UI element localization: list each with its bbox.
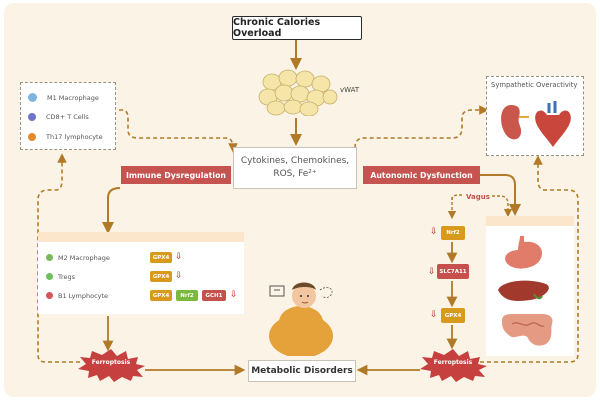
mediators-box: Cytokines, Chemokines, ROS, Fe²⁺ <box>233 147 357 189</box>
title-box: Chronic Calories Overload <box>232 16 362 40</box>
title-text: Chronic Calories Overload <box>233 17 321 39</box>
gpx4-down-arrow-icon: ⇩ <box>430 310 438 320</box>
row-label-b1: B1 Lymphocyte <box>58 292 109 300</box>
tregs-gpx4-box: GPX4 <box>150 271 172 282</box>
organs-header-bar <box>486 216 574 226</box>
ferroptosis-right-icon <box>420 349 487 382</box>
m2-gpx4-box: GPX4 <box>150 252 172 263</box>
th17-lymphocyte-icon <box>28 133 36 141</box>
row-label-m2: M2 Macrophage <box>58 254 110 262</box>
vagus-slc7a11-box: SLC7A11 <box>437 264 469 279</box>
autonomic-dysfunction-label: Autonomic Dysfunction <box>363 166 480 184</box>
arrow-autonomic-to-organs <box>480 174 521 216</box>
legend-row-m1: M1 Macrophage <box>28 93 99 102</box>
b1-gpx4-box: GPX4 <box>150 290 172 301</box>
dashed-left-feedback-loop <box>37 153 80 363</box>
dashed-left-panel-to-center <box>112 109 238 153</box>
legend-label-cd8: CD8+ T Cells <box>46 113 89 121</box>
obese-person-icon <box>269 282 333 356</box>
vagus-nrf2-box: Nrf2 <box>441 226 465 240</box>
row-label-tregs: Tregs <box>58 273 76 281</box>
legend-label-th17: Th17 lymphocyte <box>46 133 103 141</box>
inflammatory-cells-panel: M1 Macrophage CD8+ T Cells Th17 lymphocy… <box>20 82 116 150</box>
metabolic-disorders-box: Metabolic Disorders <box>248 360 356 382</box>
ferroptosis-left-label: Ferroptosis <box>91 359 131 366</box>
mediators-line1: Cytokines, Chemokines, <box>240 156 350 166</box>
tregs-down-arrow-icon: ⇩ <box>175 271 183 281</box>
vwat-adipose-icon <box>258 69 338 116</box>
b1-down-arrow-icon: ⇩ <box>230 290 238 300</box>
arrow-immune-to-lower-panel <box>102 187 121 234</box>
slc7a11-down-arrow-icon: ⇩ <box>428 267 436 277</box>
dashed-right-feedback-loop <box>480 155 579 363</box>
ferroptosis-right-label: Ferroptosis <box>433 359 473 366</box>
b1-lymphocyte-icon <box>46 292 53 299</box>
b1-nrf2-box: Nrf2 <box>176 290 198 301</box>
legend-label-m1: M1 Macrophage <box>47 93 99 102</box>
vagus-gpx4-box: GPX4 <box>441 308 465 323</box>
tregs-icon <box>46 273 53 280</box>
b1-gch1-box: GCH1 <box>202 290 226 301</box>
legend-row-cd8: CD8+ T Cells <box>28 113 89 121</box>
vagus-label: Vagus <box>466 193 490 201</box>
mediators-line2: ROS, Fe²⁺ <box>273 169 317 179</box>
intestine-icon <box>502 314 553 346</box>
immune-dysregulation-label: Immune Dysregulation <box>121 166 231 184</box>
vwat-label: vWAT <box>340 86 360 94</box>
kidney-heart-icon <box>501 101 571 147</box>
lower-left-header-bar <box>38 232 244 242</box>
m1-macrophage-icon <box>28 93 37 102</box>
cd8-t-cell-icon <box>28 113 36 121</box>
m2-macrophage-icon <box>46 254 53 261</box>
digestive-organs-icon <box>498 236 553 346</box>
stomach-icon <box>505 236 543 269</box>
dashed-center-to-right-panel <box>354 105 489 149</box>
nrf2-down-arrow-icon: ⇩ <box>430 227 438 237</box>
m2-down-arrow-icon: ⇩ <box>175 252 183 262</box>
metabolic-disorders-label: Metabolic Disorders <box>251 366 353 376</box>
sympathetic-label: Sympathetic Overactivity <box>491 81 578 89</box>
ferroptosis-left-icon <box>78 349 145 382</box>
lower-left-panel <box>38 242 244 314</box>
sympathetic-panel: Sympathetic Overactivity <box>486 76 584 156</box>
legend-row-th17: Th17 lymphocyte <box>28 133 103 141</box>
